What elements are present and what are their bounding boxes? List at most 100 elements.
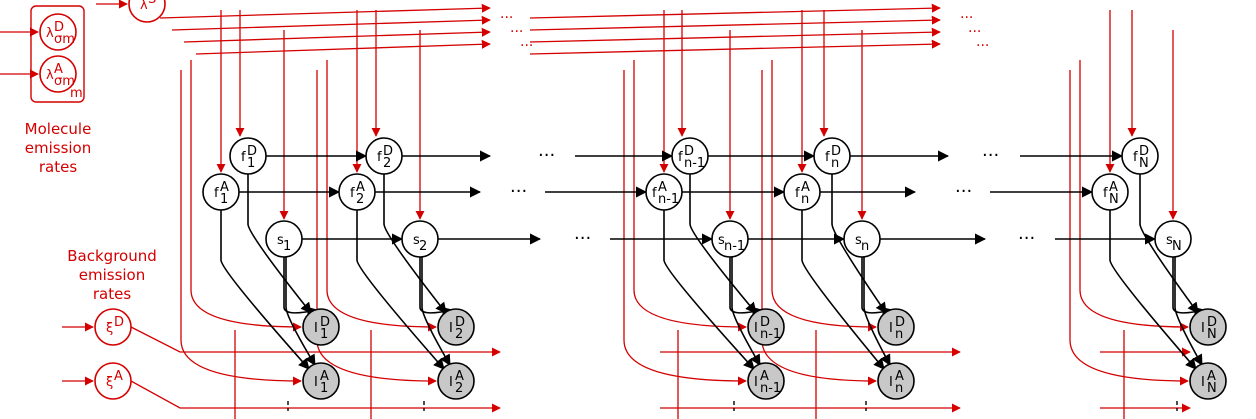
top-bus-b-3 [529, 39, 941, 55]
ellipsis-1: ··· [510, 181, 527, 202]
svg-text:emission: emission [79, 266, 146, 284]
ellipsis-red-2: ··· [520, 38, 533, 54]
svg-text:A: A [220, 180, 229, 195]
svg-text:Background: Background [67, 247, 157, 265]
svg-text:n-1: n-1 [658, 192, 679, 207]
curve-id-n-1 [633, 60, 747, 332]
svg-text:I: I [1201, 375, 1205, 390]
svg-text:A: A [1109, 180, 1118, 195]
svg-text:1: 1 [247, 156, 255, 171]
svg-text:s: s [718, 233, 725, 248]
emission-edge-N-3 [1174, 257, 1203, 366]
top-bus-a-1 [171, 15, 491, 31]
emission-edge-n-1 [801, 210, 885, 370]
svg-text:A: A [455, 369, 464, 384]
svg-text:f: f [825, 150, 830, 165]
svg-text:I: I [449, 375, 453, 390]
curve-id-N [1079, 60, 1189, 332]
svg-text:I: I [754, 375, 758, 390]
svg-text:n-1: n-1 [724, 239, 745, 254]
emission-edge-N-0 [1139, 174, 1199, 314]
svg-text:rates: rates [39, 158, 77, 176]
ellipsis-red-4: ··· [968, 24, 981, 40]
emission-edge-2-2 [419, 257, 454, 318]
svg-text:n-1: n-1 [760, 327, 781, 342]
top-bus-b-0 [529, 3, 941, 19]
bg-bus-a [130, 380, 501, 413]
top-bus-b-2 [529, 27, 941, 43]
molecule-emission-label: Molecule emission rates [25, 120, 92, 176]
svg-text:I: I [889, 321, 893, 336]
svg-text:λ: λ [140, 0, 148, 13]
top-bus-a-3 [195, 39, 491, 55]
emission-edge-1-0 [247, 174, 312, 314]
svg-text:f: f [214, 186, 219, 201]
svg-text:N: N [1139, 156, 1149, 171]
svg-text:s: s [413, 233, 420, 248]
ellipsis-0: ··· [538, 145, 555, 166]
curve-id-n [771, 60, 877, 332]
emission-edge-n-1-2 [729, 257, 764, 318]
model-nodes: λDσmλAσmλSξDξAfD1fA1s1ID1IA1fD2fA2s2ID2I… [39, 0, 1227, 400]
curve-ia-N [1069, 70, 1189, 386]
svg-text:f: f [795, 186, 800, 201]
svg-text:S: S [148, 0, 156, 7]
svg-text:n-1: n-1 [684, 156, 705, 171]
top-bus-b-1 [529, 15, 941, 31]
emission-edge-1-3 [285, 257, 316, 366]
ellipsis-red-1: ··· [510, 24, 523, 40]
svg-text:D: D [684, 144, 694, 159]
curve-ia-n-1 [623, 70, 747, 386]
ellipsis-red-3: ··· [960, 10, 973, 26]
svg-text:A: A [760, 369, 769, 384]
background-emission-label: Background emission rates [67, 247, 157, 303]
emission-edge-2-0 [383, 174, 447, 314]
svg-text:f: f [678, 150, 683, 165]
bg-bus-d [130, 326, 501, 357]
svg-text:2: 2 [383, 156, 391, 171]
svg-text:n: n [801, 192, 809, 207]
svg-text:f: f [1103, 186, 1108, 201]
svg-text:A: A [114, 369, 123, 384]
svg-text:Molecule: Molecule [25, 120, 92, 138]
top-bus-a-2 [183, 27, 491, 43]
svg-text:λ: λ [46, 26, 54, 41]
svg-text:A: A [356, 180, 365, 195]
svg-text:n: n [895, 327, 903, 342]
ellipsis-marks: ···································· [500, 10, 1035, 249]
svg-text:1: 1 [220, 192, 228, 207]
svg-text:D: D [247, 144, 257, 159]
ellipsis-4: ··· [955, 181, 972, 202]
plate-index-label: m [70, 86, 83, 101]
svg-text:σm: σm [54, 32, 75, 47]
svg-text:N: N [1109, 192, 1119, 207]
svg-text:2: 2 [455, 327, 463, 342]
ellipsis-red-0: ··· [500, 10, 513, 26]
svg-text:emission: emission [25, 139, 92, 157]
svg-text:D: D [831, 144, 841, 159]
emission-edge-2-1 [356, 210, 445, 370]
svg-text:A: A [54, 62, 63, 77]
svg-text:I: I [314, 321, 318, 336]
svg-text:λ: λ [46, 68, 54, 83]
emission-edge-1-1 [220, 210, 310, 370]
emission-edge-n-1-3 [731, 257, 761, 366]
